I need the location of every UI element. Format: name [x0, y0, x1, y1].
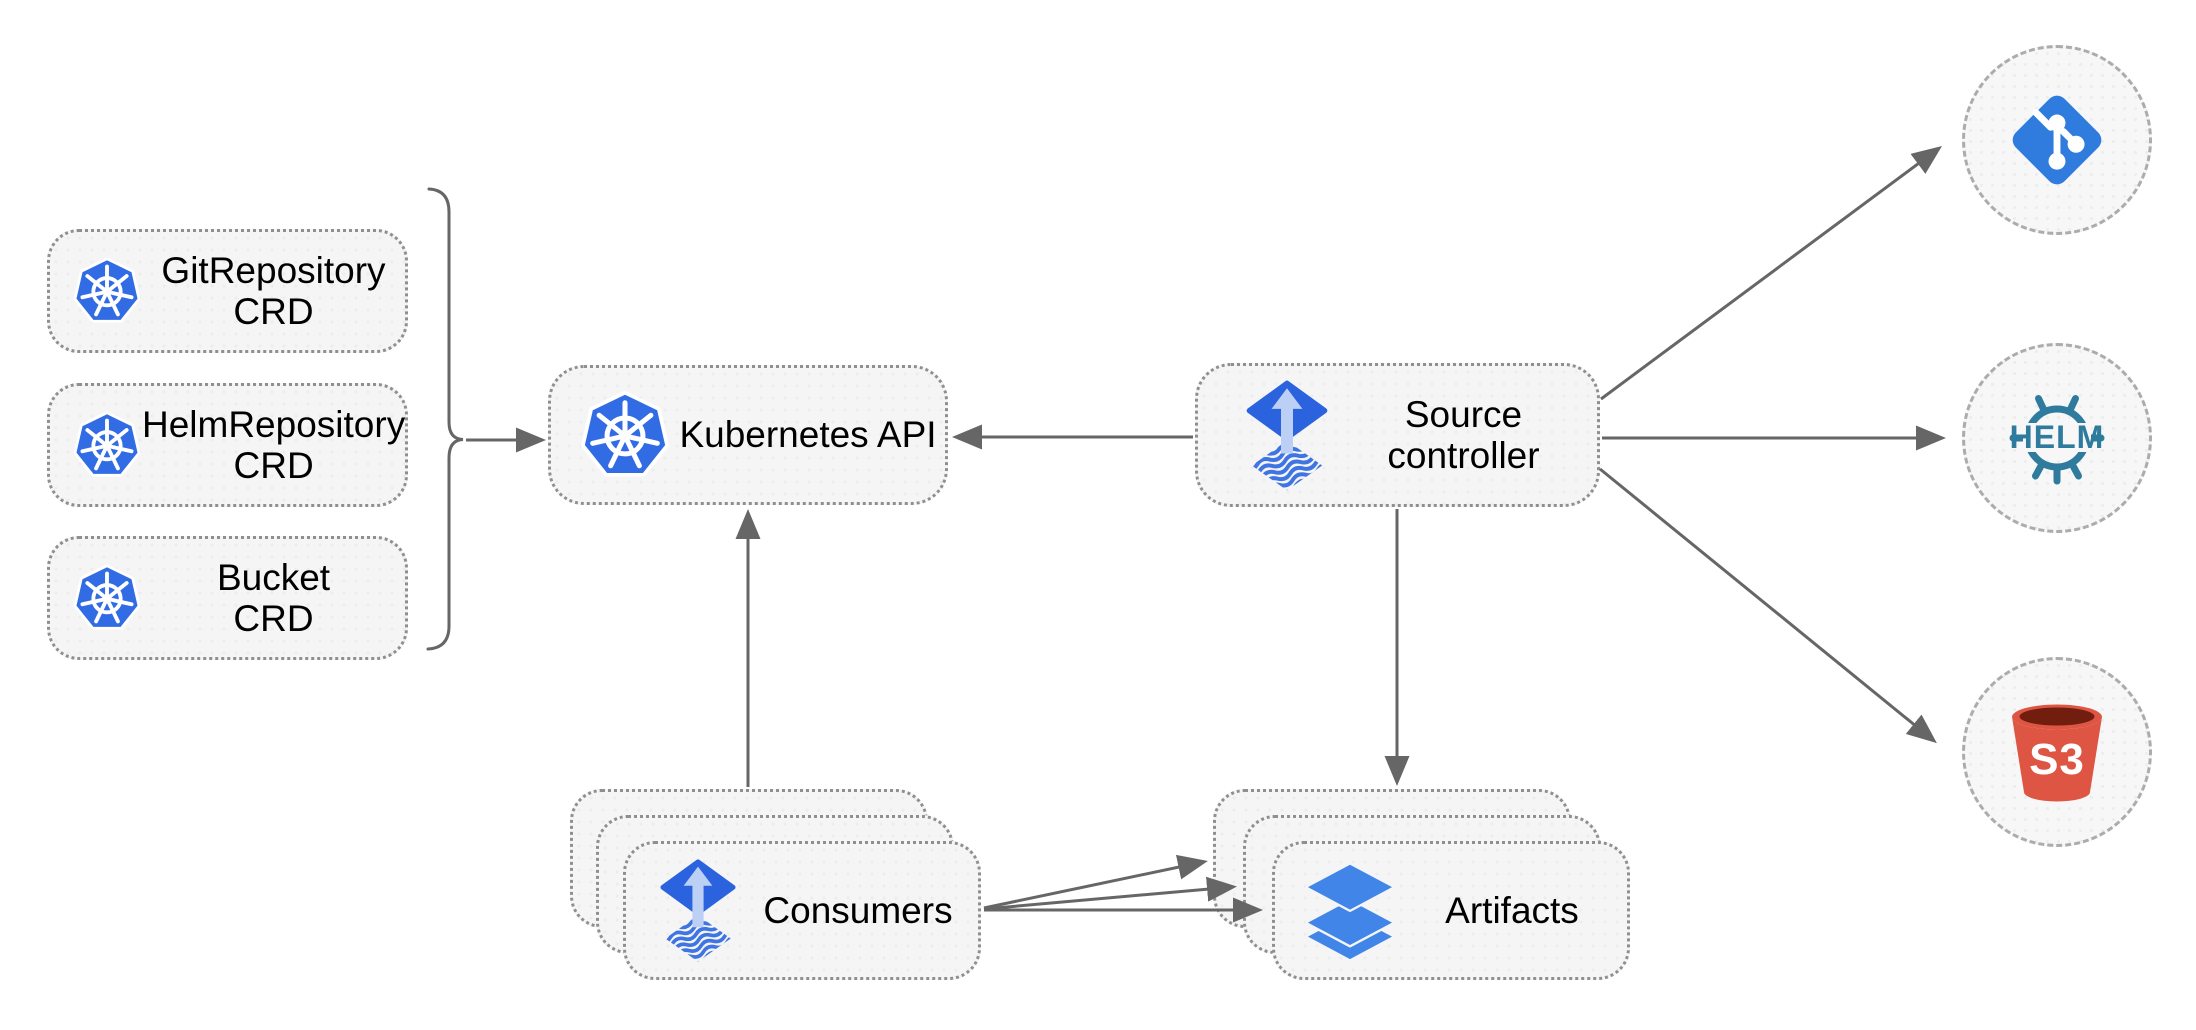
- node-artifacts: Artifacts: [1272, 841, 1630, 980]
- kubernetes-icon: [73, 257, 141, 323]
- git-icon: [2012, 95, 2102, 185]
- crd-bracket: [426, 187, 464, 651]
- node-label: Artifacts: [1445, 889, 1579, 931]
- node-gitrepository-crd: GitRepository CRD: [47, 229, 408, 353]
- node-label: Kubernetes API: [679, 414, 937, 456]
- helm-icon: HELM: [2009, 395, 2105, 485]
- crd-label-line2: CRD: [233, 598, 314, 639]
- node-label: Bucket CRD: [142, 557, 405, 640]
- crd-label-line1: Bucket: [216, 556, 331, 598]
- node-git-source: [1962, 45, 2152, 235]
- helm-wordmark: HELM: [2010, 419, 2105, 455]
- kubernetes-icon: [581, 390, 669, 477]
- flux-icon: [1246, 380, 1328, 490]
- flux-icon: [660, 859, 736, 962]
- node-label: Consumers: [763, 889, 953, 931]
- kubernetes-icon: [73, 411, 141, 477]
- node-kubernetes-api: Kubernetes API: [548, 365, 948, 505]
- arrow-consumers-to-artifacts-1: [983, 854, 1208, 910]
- arrow-source-controller-to-s3: [1599, 467, 1937, 744]
- arrow-source-controller-to-git: [1600, 146, 1943, 401]
- node-helmrepository-crd: HelmRepository CRD: [47, 383, 408, 507]
- crd-label-line1: GitRepository: [161, 249, 386, 291]
- source-controller-line2: controller: [1387, 435, 1540, 476]
- node-helm-source: HELM: [1962, 343, 2152, 533]
- crd-label-line1: HelmRepository: [142, 403, 406, 445]
- s3-wordmark: S3: [2029, 735, 2085, 784]
- arrow-consumers-to-artifacts-2: [983, 876, 1237, 911]
- source-controller-line1: Source: [1404, 393, 1523, 435]
- node-source-controller: Source controller: [1195, 363, 1600, 507]
- node-label: GitRepository CRD: [142, 250, 405, 333]
- kubernetes-icon: [73, 564, 141, 630]
- node-s3-source: S3: [1962, 657, 2152, 847]
- node-label: Source controller: [1330, 394, 1597, 477]
- crd-label-line2: CRD: [233, 291, 314, 332]
- node-label: HelmRepository CRD: [142, 404, 405, 487]
- s3-icon: S3: [2012, 704, 2102, 802]
- layers-icon: [1305, 862, 1395, 960]
- crd-label-line2: CRD: [233, 445, 314, 486]
- node-bucket-crd: Bucket CRD: [47, 536, 408, 660]
- node-consumers: Consumers: [623, 841, 981, 980]
